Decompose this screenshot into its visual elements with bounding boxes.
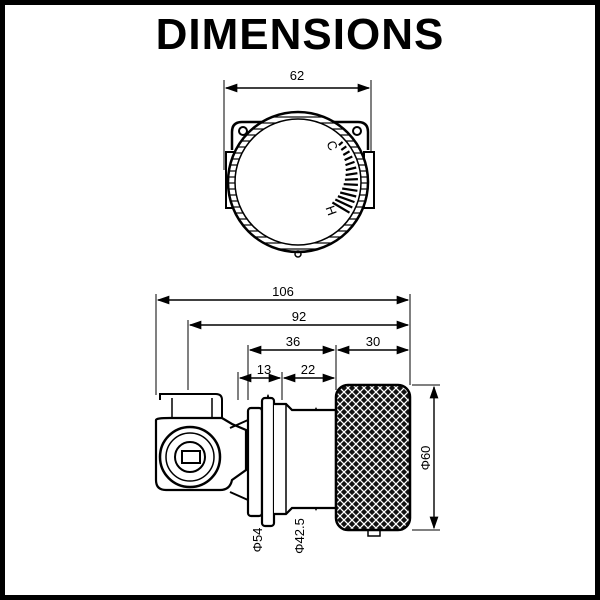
- scale-tick: [331, 201, 351, 214]
- mounting-bracket: [230, 120, 370, 150]
- scale-tick: [343, 183, 358, 186]
- label-36: 36: [286, 334, 300, 349]
- scale-tick: [345, 160, 355, 167]
- label-92: 92: [292, 309, 306, 324]
- scale-tick: [339, 191, 357, 198]
- scale-tick: [340, 145, 347, 151]
- scale-tick: [342, 187, 358, 192]
- scale-tick: [344, 155, 353, 162]
- scale-tick: [337, 195, 355, 204]
- top-view: [223, 80, 375, 258]
- side-bracket-outline: [159, 393, 223, 430]
- temperature-scale-ticks: [331, 141, 358, 214]
- scale-tick: [338, 141, 344, 147]
- scale-tick: [342, 150, 351, 156]
- sleeve: [274, 402, 338, 516]
- scale-tick: [334, 198, 353, 209]
- handle-indicator: [367, 530, 381, 537]
- label-phi60: Φ60: [418, 446, 433, 471]
- label-phi42-5: Φ42.5: [292, 518, 307, 554]
- bracket-screw-right: [352, 126, 362, 136]
- inlet-port-inner: [174, 441, 206, 473]
- label-30: 30: [366, 334, 380, 349]
- inlet-port-insert: [181, 450, 201, 464]
- flange-plate: [260, 396, 276, 528]
- scale-tick: [345, 172, 358, 177]
- bracket-screw-left: [238, 126, 248, 136]
- top-width-label: 62: [290, 68, 304, 83]
- dial-indicator-dot: [294, 250, 302, 258]
- knurled-handle: [334, 383, 412, 532]
- scale-tick: [344, 178, 358, 181]
- page-title: DIMENSIONS: [155, 10, 445, 59]
- dial-knob-face: [234, 118, 362, 246]
- label-22: 22: [301, 362, 315, 377]
- flange-plate-outer: [246, 406, 264, 518]
- inlet-port-outer: [158, 425, 222, 489]
- scale-tick: [345, 166, 357, 172]
- side-view: [154, 294, 440, 537]
- inlet-port-ring: [165, 432, 215, 482]
- label-phi54: Φ54: [250, 528, 265, 553]
- label-13: 13: [257, 362, 271, 377]
- label-106: 106: [272, 284, 294, 299]
